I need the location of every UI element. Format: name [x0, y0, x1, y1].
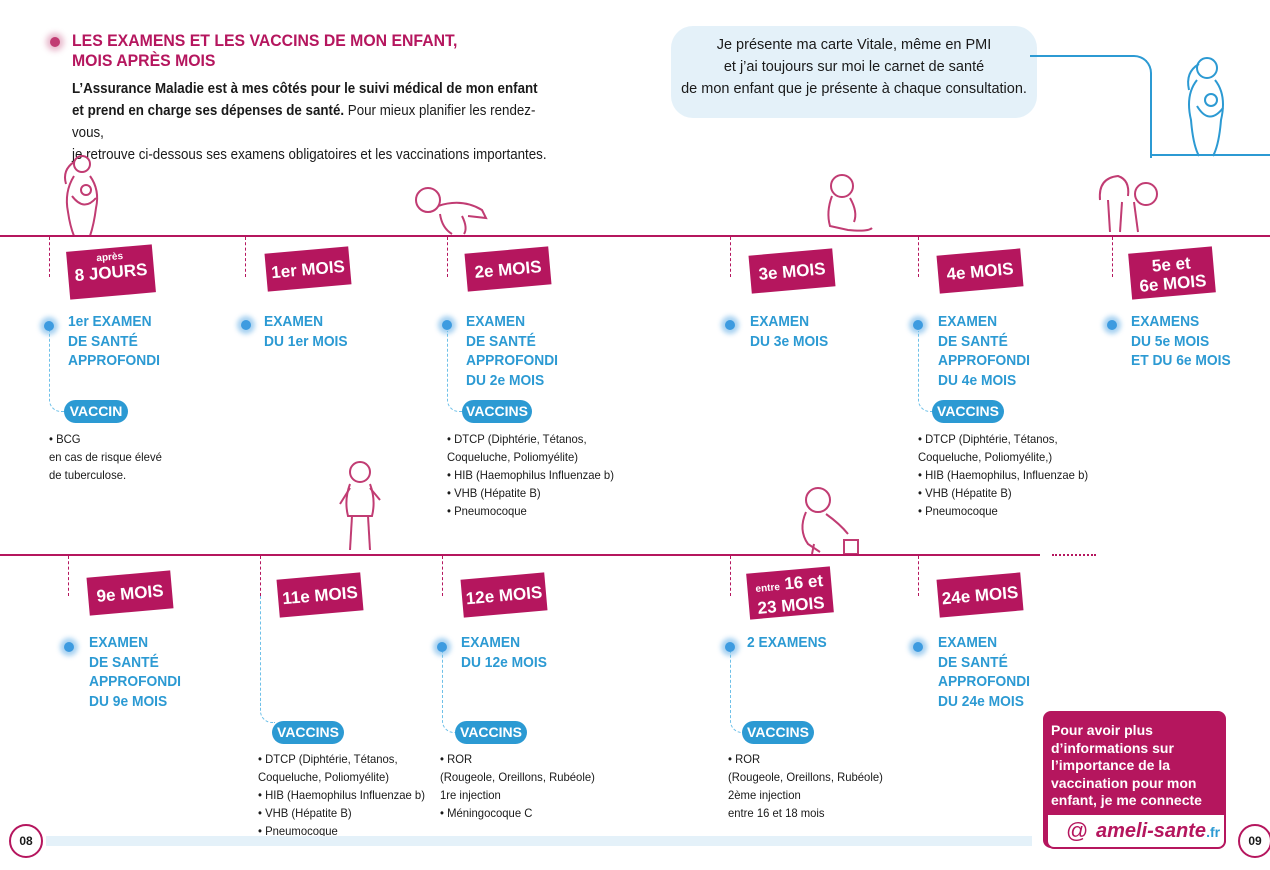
vaccine-list-16-23-mois: • ROR(Rougeole, Oreillons, Rubéole)2ème … [728, 752, 883, 820]
timeline-dot [913, 642, 923, 652]
page-number-left: 08 [9, 824, 43, 858]
vaccines-badge: VACCINS [272, 721, 344, 744]
flag-12e-mois: 12e MOIS [460, 572, 548, 618]
flag-5e-6e-mois: 5e et 6e MOIS [1128, 246, 1216, 300]
vaccine-list-12e-mois: • ROR(Rougeole, Oreillons, Rubéole)1re i… [440, 752, 595, 820]
standing-toddler-icon [339, 461, 381, 551]
intro-paragraph: L’Assurance Maladie est à mes côtés pour… [72, 81, 547, 163]
vaccines-badge: VACCINS [932, 400, 1004, 423]
flag-11e-mois: 11e MOIS [276, 572, 364, 618]
speech-bubble: Je présente ma carte Vitale, même en PMI… [671, 26, 1037, 118]
mother-baby-pink-icon [64, 155, 99, 237]
crawling-baby-2-icon [1098, 174, 1158, 233]
vaccine-list-2e-mois: • DTCP (Diphtérie, Tétanos,Coqueluche, P… [447, 432, 614, 518]
vaccines-badge: VACCINS [742, 721, 814, 744]
page-title: LES EXAMENS ET LES VACCINS DE MON ENFANT… [72, 31, 458, 70]
timeline-dot [913, 320, 923, 330]
flag-9e-mois: 9e MOIS [86, 570, 174, 616]
page-number-right: 09 [1238, 824, 1270, 858]
bubble-connector [1030, 55, 1152, 158]
footer-bar [46, 836, 1032, 846]
flag-1er-mois: 1er MOIS [264, 246, 352, 292]
timeline-dot [1107, 320, 1117, 330]
timeline-row2 [0, 554, 1040, 556]
flag-16-23-mois: entre 16 et 23 MOIS [746, 566, 834, 620]
vaccine-list-4e-mois: • DTCP (Diphtérie, Tétanos,Coqueluche, P… [918, 432, 1089, 518]
title-bullet-icon [50, 37, 60, 47]
sitting-baby-icon [827, 174, 873, 232]
timeline-row1 [0, 235, 1270, 237]
flag-3e-mois: 3e MOIS [748, 248, 836, 294]
timeline-dot [725, 642, 735, 652]
timeline-dot [44, 321, 54, 331]
at-icon: @ [1066, 818, 1089, 843]
vaccine-badge: VACCIN [64, 400, 128, 423]
flag-8-jours: après 8 JOURS [66, 244, 156, 300]
vaccine-list-11e-mois: • DTCP (Diphtérie, Tétanos,Coqueluche, P… [258, 752, 425, 838]
timeline-dot [437, 642, 447, 652]
flag-4e-mois: 4e MOIS [936, 248, 1024, 294]
flag-24e-mois: 24e MOIS [936, 572, 1024, 618]
flag-2e-mois: 2e MOIS [464, 246, 552, 292]
exam-16-23-mois: 2 EXAMENS [747, 634, 827, 651]
crawling-baby-icon [415, 187, 488, 235]
vaccines-badge: VACCINS [455, 721, 527, 744]
timeline-dot [64, 642, 74, 652]
bubble-connector-end [1150, 154, 1270, 156]
timeline-row2-continuation [1052, 554, 1096, 556]
ameli-link[interactable]: ameli-sante.fr [1096, 820, 1221, 842]
ameli-logo-panel[interactable] [1046, 815, 1226, 849]
timeline-dot [725, 320, 735, 330]
mother-baby-icon [1187, 57, 1224, 157]
toddler-block-icon [801, 487, 859, 555]
vaccines-badge: VACCINS [462, 400, 532, 423]
timeline-dot [442, 320, 452, 330]
timeline-dot [241, 320, 251, 330]
